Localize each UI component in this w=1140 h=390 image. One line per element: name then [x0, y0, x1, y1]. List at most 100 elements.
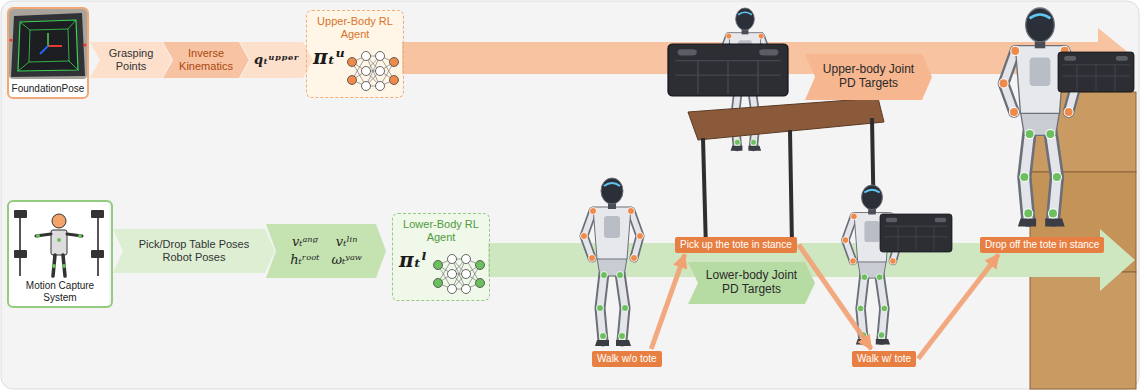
- node-text: Upper-body Joint PD Targets: [818, 63, 919, 91]
- input-photo-box: FoundationPose: [7, 7, 89, 99]
- tote-photo: [18, 20, 78, 71]
- node-text: hₜʳᵒᵒᵗ: [290, 253, 319, 268]
- table-figure: [688, 98, 884, 140]
- process-chevron: Pick/Drop Table Poses Robot Poses: [113, 229, 275, 273]
- node-text: Pick up the tote in stance: [680, 239, 792, 251]
- mocap-icon: [62, 264, 66, 268]
- flow-arrow: [799, 245, 871, 349]
- tote-photo: [47, 33, 49, 46]
- tote-photo: [11, 13, 85, 77]
- tote-figure: [668, 44, 788, 96]
- stage-tag: Walk w/ tote: [852, 351, 916, 367]
- chevron-shape: [266, 224, 386, 278]
- node-text: ωₜʸᵃʷ: [332, 253, 362, 268]
- input-photo-box: Motion Capture System: [7, 200, 113, 308]
- chevron-shape: [805, 54, 932, 100]
- tote-figure: [880, 214, 952, 252]
- mocap-icon: [20, 212, 98, 276]
- mocap-icon: [57, 238, 61, 242]
- text-group: Pick up the tote in stance: [680, 239, 792, 251]
- mocap-icon: [51, 230, 67, 255]
- node-text: vₜᵃⁿᵍ: [290, 235, 319, 250]
- chevron-shape: [266, 224, 386, 278]
- node-text: Drop off the tote in stance: [985, 239, 1099, 251]
- node-text: vₜˡⁱⁿ: [332, 235, 362, 250]
- text-group: Grasping Points: [103, 47, 159, 72]
- mocap-icon: [9, 202, 109, 306]
- tote-photo: [48, 45, 62, 47]
- mocap-icon: [91, 250, 104, 258]
- text-group: Upper-body Joint PD Targets: [818, 63, 919, 91]
- text-group: Walk w/ tote: [857, 353, 911, 365]
- tote-figure: [1058, 52, 1134, 92]
- text-group: Motion Capture System: [10, 280, 110, 303]
- node-text: πₜˡ: [399, 249, 485, 272]
- chevron-shape: [240, 42, 313, 78]
- node-text: Upper-Body RL Agent: [311, 15, 399, 40]
- stage-tag: Drop off the tote in stance: [980, 237, 1104, 253]
- tote-photo: [40, 46, 48, 54]
- node-text: Inverse Kinematics: [176, 47, 236, 72]
- node-text: qₜᵘᵖᵖᵉʳ: [254, 53, 299, 68]
- tote-photo: [9, 9, 87, 97]
- tote-photo: [18, 20, 78, 71]
- flow-arrow: [651, 255, 685, 350]
- text-group: Upper-Body RL Agentπₜᵘ: [311, 15, 399, 69]
- node-text: Motion Capture System: [10, 280, 110, 303]
- tote-photo: [9, 9, 87, 79]
- node-text: Lower-body Joint PD Targets: [701, 269, 802, 297]
- agent-background: [306, 10, 402, 98]
- tote-photo: [9, 9, 87, 97]
- table-figure: [688, 98, 884, 250]
- text-group: Lower-body Joint PD Targets: [701, 269, 802, 297]
- text-group: Lower-Body RL Agent πₜˡ: [397, 218, 485, 272]
- text-group: Drop off the tote in stance: [985, 239, 1099, 251]
- text-group: FoundationPose: [12, 83, 85, 95]
- robot-figure: [999, 8, 1081, 226]
- mocap-icon: [52, 264, 56, 268]
- agent-box: Lower-Body RL Agent πₜˡ: [392, 213, 490, 301]
- tote-photo: [83, 43, 86, 46]
- mocap-icon: [78, 234, 82, 238]
- mocap-icon: [14, 210, 27, 218]
- text-group: Pick/Drop Table Poses Robot Poses: [126, 238, 262, 263]
- mocap-icon: [14, 250, 27, 258]
- node-text: Grasping Points: [103, 47, 159, 72]
- output-chevron: Upper-body Joint PD Targets: [805, 54, 932, 100]
- mocap-icon: [36, 234, 82, 268]
- wooden-boxes: [1030, 272, 1136, 389]
- mocap-icon: [9, 202, 109, 306]
- text-group: vₜᵃⁿᵍ vₜˡⁱⁿ hₜʳᵒᵒᵗ ωₜʸᵃʷ: [290, 235, 362, 268]
- network-icon: [348, 52, 399, 91]
- chevron-shape: [163, 42, 249, 78]
- agent-background: [392, 213, 488, 301]
- chevron-shape: [688, 262, 815, 304]
- stage-tag: Walk w/o tote: [592, 351, 662, 367]
- stage-tag: Pick up the tote in stance: [675, 237, 797, 253]
- chevron-shape: [113, 229, 275, 273]
- mocap-icon: [36, 234, 40, 238]
- signal-chevron: qₜᵘᵖᵖᵉʳ: [240, 42, 313, 78]
- node-text: Walk w/ tote: [857, 353, 911, 365]
- process-chevron: Grasping Points: [90, 42, 172, 78]
- output-chevron: Lower-body Joint PD Targets: [688, 262, 815, 304]
- node-text: Lower-Body RL Agent: [397, 218, 485, 243]
- network-icon: [434, 255, 485, 294]
- signal-chevron: vₜᵃⁿᵍ vₜˡⁱⁿ hₜʳᵒᵒᵗ ωₜʸᵃʷ: [266, 224, 386, 278]
- mocap-icon: [36, 234, 82, 236]
- mocap-icon: [91, 210, 104, 218]
- node-text: Walk w/o tote: [597, 353, 657, 365]
- text-group: Walk w/o tote: [597, 353, 657, 365]
- node-text: FoundationPose: [12, 83, 85, 95]
- robot-figure: [581, 178, 644, 346]
- text-group: Inverse Kinematics: [176, 47, 236, 72]
- mocap-icon: [53, 255, 65, 276]
- process-chevron: Inverse Kinematics: [163, 42, 249, 78]
- chevron-shape: [90, 42, 172, 78]
- node-text: Pick/Drop Table Poses Robot Poses: [126, 238, 262, 263]
- mocap-icon: [52, 214, 66, 228]
- agent-box: Upper-Body RL Agentπₜᵘ: [306, 10, 404, 98]
